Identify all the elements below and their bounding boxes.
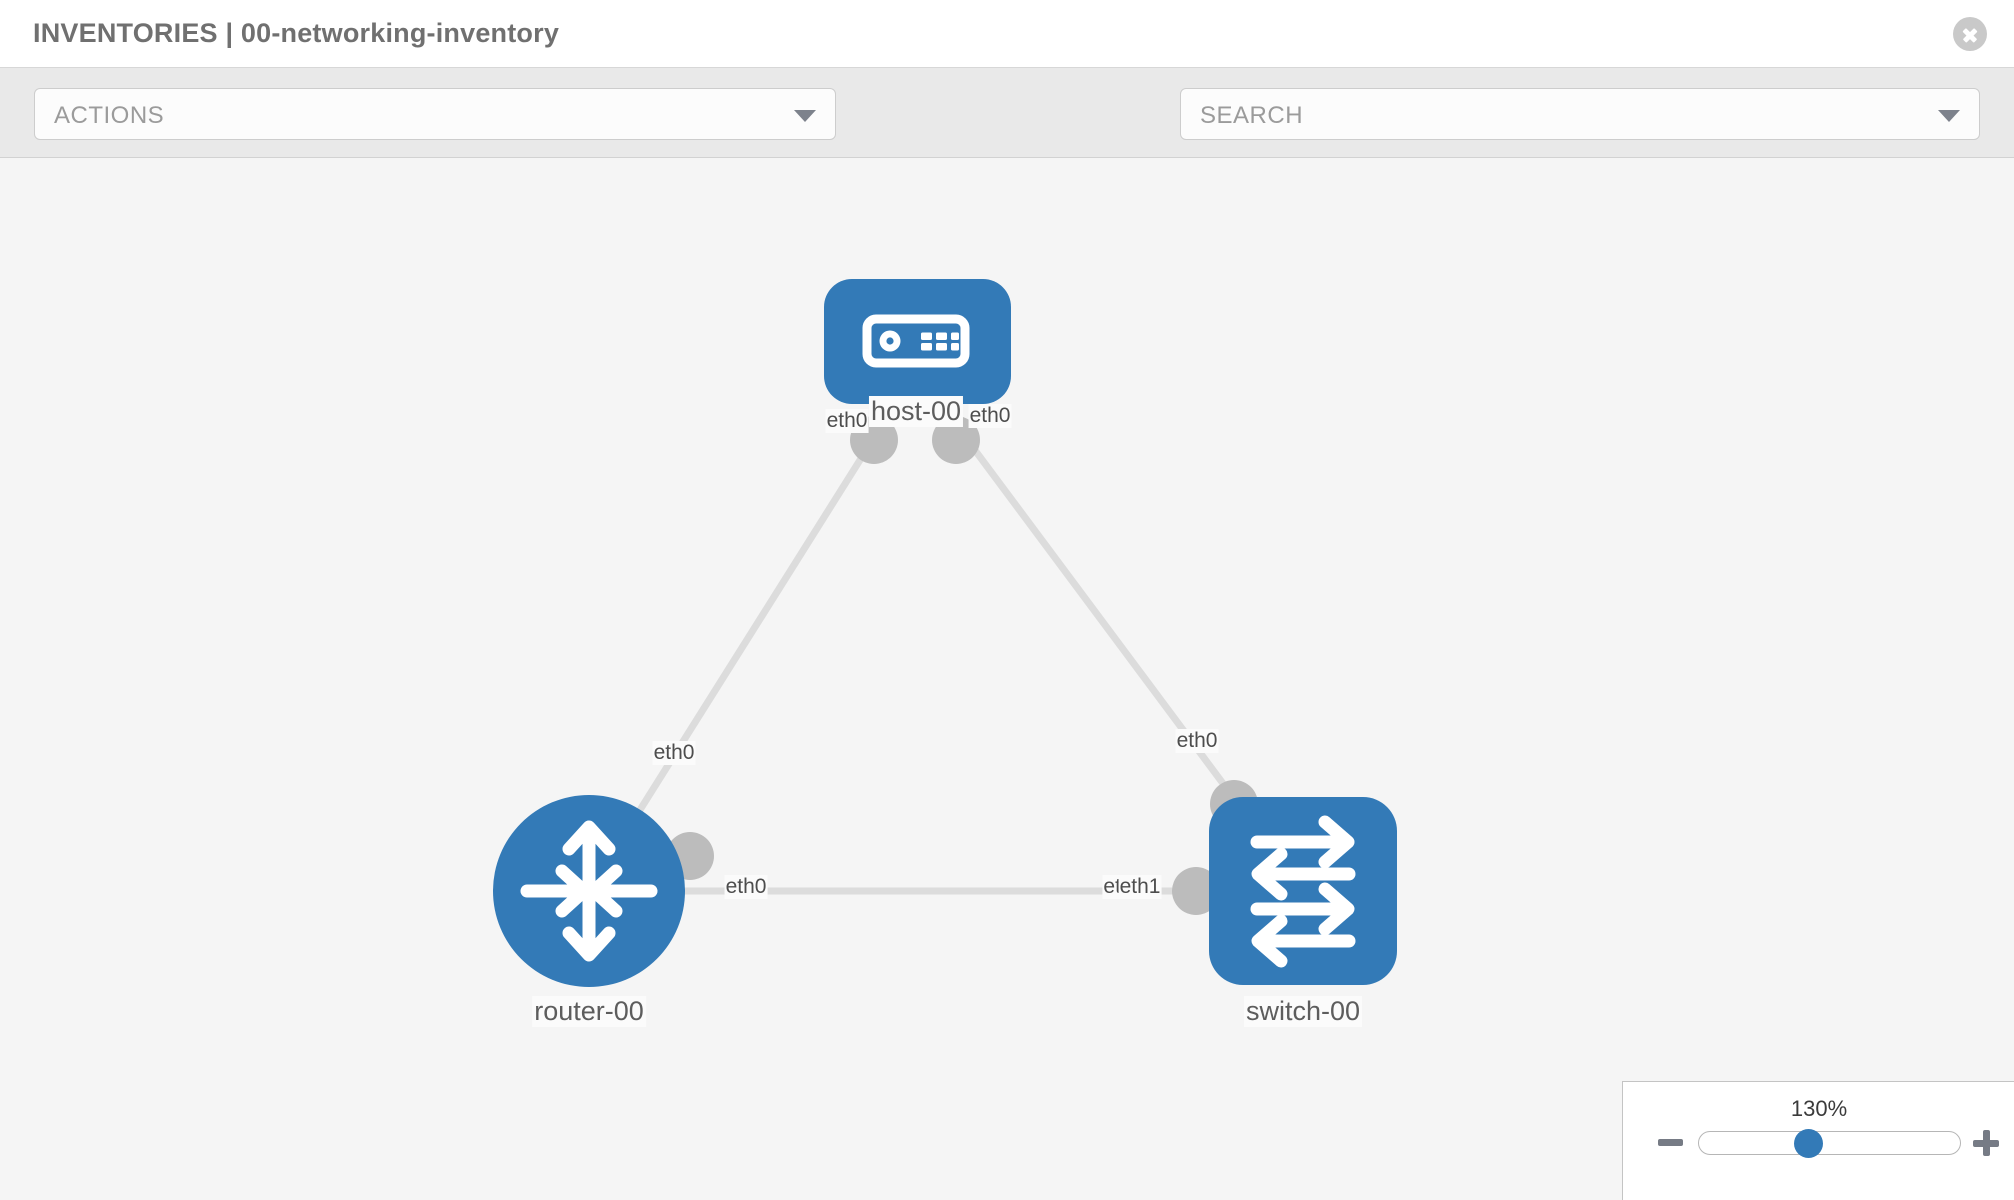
zoom-out-button[interactable]	[1658, 1139, 1683, 1146]
topology-connectors	[666, 416, 1258, 915]
zoom-control-panel: 130%	[1622, 1081, 2014, 1200]
iface-label: eth0	[652, 741, 696, 765]
page-title: INVENTORIES | 00-networking-inventory	[33, 18, 560, 48]
node-host-00[interactable]	[824, 279, 1011, 404]
iface-label: eth0	[724, 875, 768, 899]
zoom-slider[interactable]	[1698, 1131, 1961, 1155]
zoom-slider-thumb[interactable]	[1794, 1129, 1823, 1158]
chevron-down-icon	[794, 110, 816, 122]
actions-dropdown[interactable]: ACTIONS	[34, 88, 836, 140]
zoom-level-label: 130%	[1790, 1096, 1848, 1121]
chevron-down-icon[interactable]	[1938, 110, 1960, 122]
node-router-00[interactable]	[493, 795, 685, 987]
node-label-host-00: host-00	[868, 396, 964, 427]
zoom-in-button[interactable]	[1973, 1130, 1999, 1156]
node-label-switch-00: switch-00	[1243, 996, 1363, 1027]
toolbar: ACTIONS SEARCH	[0, 68, 2014, 201]
actions-dropdown-label: ACTIONS	[54, 102, 165, 129]
node-switch-00[interactable]	[1209, 797, 1397, 985]
page-header: INVENTORIES | 00-networking-inventory	[0, 0, 2014, 68]
iface-label: eth1	[1118, 875, 1162, 899]
connector-dot[interactable]	[1172, 867, 1220, 915]
search-placeholder: SEARCH	[1200, 102, 1304, 129]
connector-dot[interactable]	[932, 416, 980, 464]
iface-label: eth0	[968, 404, 1012, 428]
iface-label: eth0	[825, 409, 869, 433]
search-input[interactable]: SEARCH	[1180, 88, 1980, 140]
topology-graph	[493, 279, 1397, 987]
iface-label: eth0	[1175, 729, 1219, 753]
topology-canvas[interactable]: eth0 eth0 eth0 eth0 eth0 eth eth1 host-0…	[0, 159, 2014, 1200]
node-label-router-00: router-00	[532, 996, 646, 1027]
close-icon[interactable]	[1953, 17, 1987, 51]
